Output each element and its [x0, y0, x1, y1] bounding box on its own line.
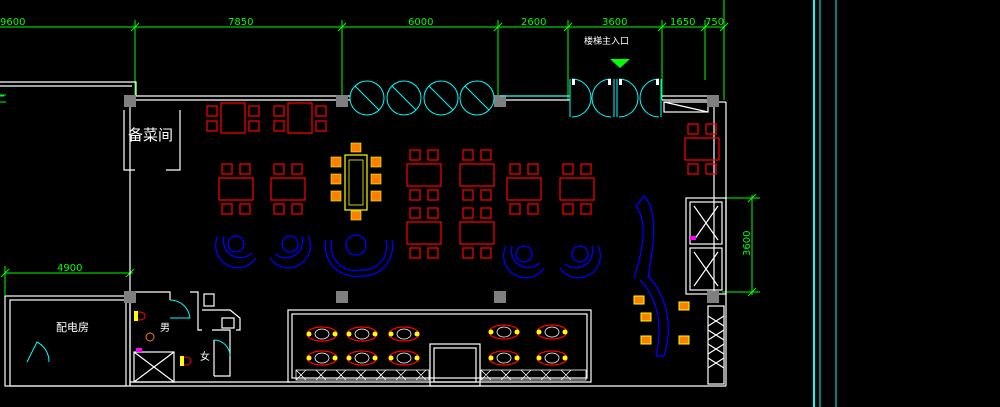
columns [124, 95, 719, 303]
mens-room-label: 男 [160, 322, 170, 334]
entrance-markers [572, 79, 659, 85]
banquet-table [330, 142, 382, 221]
lounge-chairs [633, 295, 690, 345]
dim-4900: 4900 [57, 263, 82, 274]
dim-6000: 6000 [408, 17, 433, 28]
dim-1650: 1650 [670, 17, 695, 28]
dimension-lines [0, 0, 760, 297]
counter-hatch [295, 369, 587, 381]
entrance-label: 楼梯主入口 [584, 35, 629, 47]
left-edge-markers [0, 95, 4, 103]
restroom-fixtures [134, 236, 696, 366]
swing-doors [26, 299, 231, 363]
main-entrance-doors [569, 78, 662, 118]
dim-3600-vertical: 3600 [742, 231, 753, 256]
dim-3600: 3600 [602, 17, 627, 28]
revolving-doors [349, 80, 570, 116]
counter-seating [305, 324, 569, 366]
walls [0, 81, 727, 387]
dim-9600: 9600 [0, 17, 25, 28]
power-room-label: 配电房 [56, 321, 89, 334]
womens-room-label: 女 [200, 350, 210, 363]
dimension-text: 9600 7850 6000 2600 3600 1650 750 4900 3… [0, 17, 753, 274]
dining-tables [206, 102, 720, 259]
dim-2600: 2600 [521, 17, 546, 28]
round-booths [215, 195, 669, 357]
prep-room-label: 备菜间 [128, 126, 173, 144]
entrance-arrow [610, 59, 630, 68]
right-boundary-lines [813, 0, 837, 407]
dim-7850: 7850 [228, 17, 253, 28]
dim-750: 750 [705, 17, 724, 28]
